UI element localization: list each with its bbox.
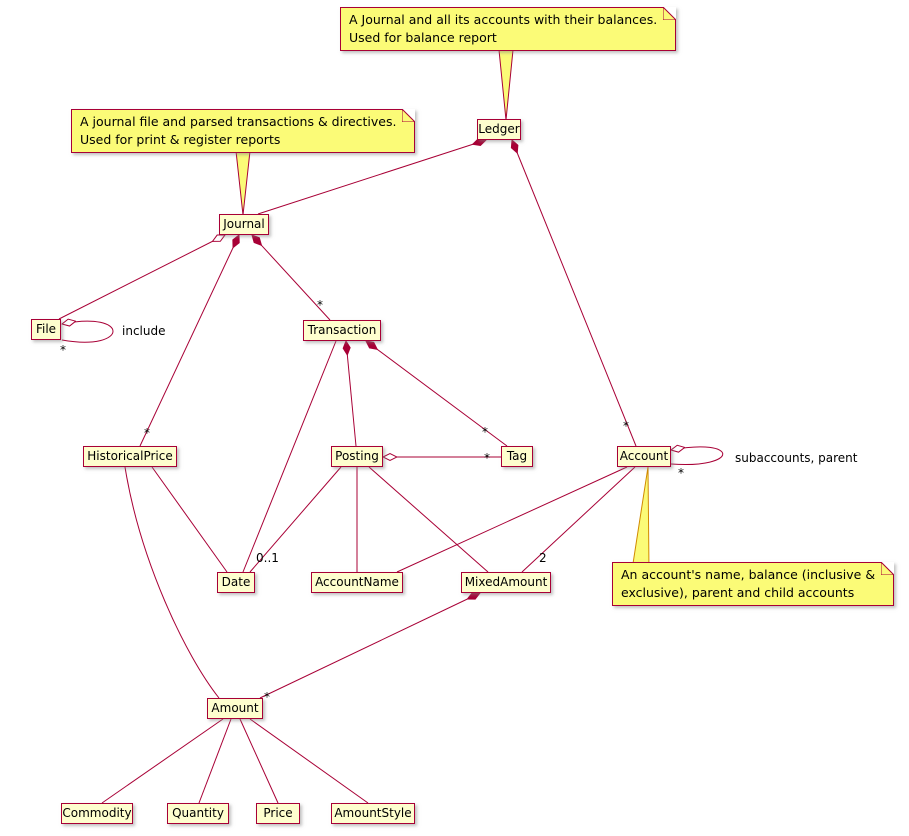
edge-account-accountname	[396, 466, 628, 573]
edge-amount-quantity	[198, 718, 232, 804]
note-fold-icon	[663, 7, 677, 20]
edge-account-self-subaccounts	[671, 447, 724, 466]
class-historicalprice: HistoricalPrice	[83, 446, 177, 467]
class-posting: Posting	[331, 446, 383, 467]
edge-label-subaccounts-parent: subaccounts, parent	[735, 451, 858, 465]
edge-account-mixedamount	[521, 466, 636, 573]
multiplicity-transaction-tag: *	[482, 425, 488, 439]
class-amount: Amount	[207, 698, 263, 719]
multiplicity-account-self: *	[678, 466, 684, 480]
edge-ledger-journal	[257, 140, 486, 215]
note-tail-ledger	[497, 39, 515, 121]
multiplicity-posting-tag: *	[484, 451, 490, 465]
note-fold-icon	[881, 562, 895, 575]
multiplicity-file-self: *	[60, 343, 66, 357]
multiplicity-mixedamount-amount: *	[264, 690, 270, 704]
edge-journal-transaction	[252, 235, 331, 321]
edge-posting-mixedamount	[368, 466, 489, 573]
edge-journal-historicalprice	[139, 235, 239, 447]
edge-transaction-date	[242, 340, 337, 573]
class-file: File	[31, 319, 61, 340]
note-text-line: A journal file and parsed transactions &…	[80, 114, 397, 129]
class-transaction: Transaction	[303, 320, 381, 341]
class-account: Account	[617, 446, 671, 467]
edge-amount-commodity	[101, 718, 224, 804]
class-commodity: Commodity	[61, 803, 133, 824]
edge-label-include: include	[122, 324, 165, 338]
class-journal: Journal	[219, 214, 269, 235]
edge-posting-date	[249, 466, 342, 573]
multiplicity-journal-transaction: *	[317, 298, 323, 312]
edge-transaction-tag	[366, 341, 508, 447]
edge-amount-price	[239, 718, 279, 804]
class-ledger: Ledger	[477, 119, 521, 140]
edge-historicalprice-date	[151, 466, 228, 573]
multiplicity-account-mixedamount: 2	[539, 551, 547, 565]
class-mixedamount: MixedAmount	[461, 572, 551, 593]
class-tag: Tag	[501, 446, 533, 467]
multiplicity-ledger-account: *	[623, 419, 629, 433]
edge-journal-file	[58, 235, 225, 320]
note-text-line: Used for print & register reports	[80, 132, 281, 148]
edge-ledger-account	[512, 140, 637, 447]
note-text-line: Used for balance report	[349, 30, 497, 46]
note-journal: A journal file and parsed transactions &…	[71, 109, 416, 154]
class-amountstyle: AmountStyle	[331, 803, 415, 824]
note-tail-account	[631, 466, 650, 571]
note-text-line: exclusive), parent and child accounts	[621, 585, 855, 601]
note-fold-icon	[402, 109, 416, 122]
note-account: An account's name, balance (inclusive & …	[612, 562, 895, 607]
note-ledger: A Journal and all its accounts with thei…	[340, 7, 677, 52]
edge-transaction-posting	[346, 341, 357, 447]
edge-mixedamount-amount	[259, 593, 480, 699]
class-date: Date	[217, 572, 255, 593]
edge-amount-amountstyle	[249, 718, 369, 804]
note-text-line: A Journal and all its accounts with thei…	[349, 12, 658, 27]
edge-historicalprice-amount	[124, 466, 220, 699]
class-price: Price	[256, 803, 300, 824]
class-quantity: Quantity	[167, 803, 229, 824]
class-accountname: AccountName	[311, 572, 403, 593]
edge-file-self-include	[62, 321, 114, 343]
multiplicity-journal-historicalprice: *	[144, 426, 150, 440]
multiplicity-posting-date: 0..1	[256, 551, 279, 565]
note-text-line: An account's name, balance (inclusive &	[621, 567, 876, 582]
